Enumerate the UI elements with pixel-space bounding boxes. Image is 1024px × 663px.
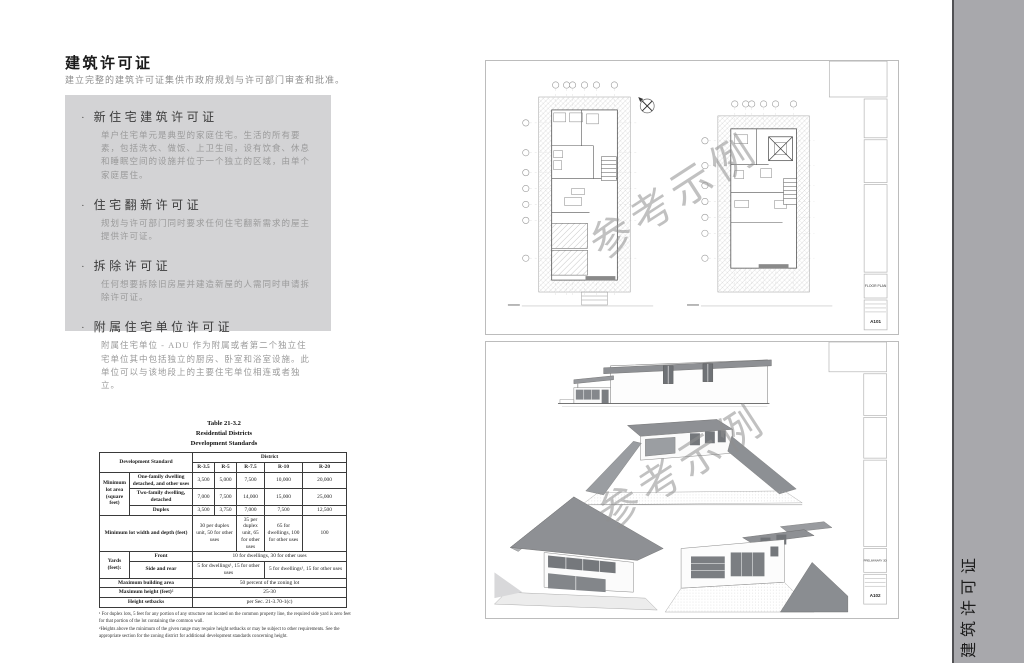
floor-plan-sheet: 参考示例 FLOOR PLAN A101 (485, 60, 899, 335)
sheet-number: A102 (870, 593, 881, 598)
permit-heading-text: 拆除许可证 (93, 259, 172, 274)
rendering-drawing: 参考示例 PRELIMINARY 3D A102 (493, 342, 887, 613)
bullet-icon: · (81, 112, 85, 124)
table-header-cell: Minimum lot area (square feet) (99, 471, 130, 516)
permit-body-text: 单户住宅单元是典型的家庭住宅。生活的所有要素，包括洗衣、做饭、上卫生间，设有饮食… (101, 130, 311, 180)
permit-types-panel: · 新住宅建筑许可证 单户住宅单元是典型的家庭住宅。生活的所有要素，包括洗衣、做… (65, 95, 331, 390)
table-title: Table 21-3.2 Residential Districts Devel… (99, 419, 349, 448)
footnote: ¹ For duplex lots, 5 feet for any portio… (99, 611, 351, 624)
street-view (664, 521, 849, 613)
sheet-label: FLOOR PLAN (865, 284, 887, 288)
table-value-cell: 7,500 (214, 488, 238, 506)
side-elevation-view (557, 359, 772, 407)
permit-item-renovation: · 住宅翻新许可证 规划与许可部门同时要求任何住宅翻新需求的屋主提供许可证。 (81, 196, 311, 243)
table-value-cell: 3,750 (214, 504, 238, 516)
plan-caption (507, 304, 833, 307)
footnote: ²Heights above the minimum of the given … (99, 627, 340, 640)
permit-heading-text: 住宅翻新许可证 (93, 197, 203, 212)
page-title: 建筑许可证 (65, 56, 153, 72)
permit-heading: · 附属住宅单位许可证 (81, 318, 311, 335)
table-value-cell: 5,000 (214, 471, 238, 490)
table-value-cell: 7,500 (264, 504, 304, 516)
table-header-cell: R-5 (214, 462, 238, 473)
table-value-cell: 14,000 (236, 488, 266, 506)
table-header-cell: R-20 (302, 462, 348, 473)
table-header-cell: One-family dwelling detached, and other … (128, 471, 194, 490)
table-value-cell: 7,500 (236, 471, 266, 490)
table-value-cell: 7,000 (236, 504, 266, 516)
table-header-cell: Duplex (128, 504, 194, 516)
table-header-cell: Minimum lot width and depth (feet) (98, 514, 194, 553)
table-header-cell: Yards (feet): (99, 551, 130, 579)
table-header-cell: R-10 (264, 462, 304, 473)
table-header-cell: District (192, 452, 348, 463)
development-standards-block: Table 21-3.2 Residential Districts Devel… (98, 419, 351, 642)
table-header-cell: R-3.5 (192, 462, 216, 473)
permit-item-new-residence: · 新住宅建筑许可证 单户住宅单元是典型的家庭住宅。生活的所有要素，包括洗衣、做… (81, 108, 311, 182)
permit-heading: · 新住宅建筑许可证 (81, 108, 311, 125)
table-value-cell: 3,500 (192, 504, 216, 516)
table-value-cell: 25-30 (192, 587, 348, 598)
permit-heading-text: 附属住宅单位许可证 (93, 320, 234, 335)
page-subtitle: 建立完整的建筑许可证集供市政府规划与许可部门审查和批准。 (65, 75, 346, 85)
table-value-cell: 20,000 (302, 471, 348, 490)
bullet-icon: · (81, 322, 85, 335)
table-title-line: Development Standards (190, 439, 258, 447)
table-header-cell: Height setbacks (98, 597, 194, 608)
floor-plan-drawing: 参考示例 FLOOR PLAN A101 (507, 61, 888, 331)
table-value-cell: per Sec. 21-3.70-1(c) (192, 597, 348, 608)
permit-heading: · 拆除许可证 (81, 257, 311, 274)
table-header-cell: Maximum building area (98, 577, 194, 589)
table-value-cell: 5 for dwellings¹, 15 for other uses (192, 561, 266, 579)
rear-courtyard-view (581, 419, 803, 506)
table-value-cell: 65 for dwellings, 100 for other uses (264, 514, 304, 553)
second-floor-plan (701, 100, 815, 293)
table-value-cell: 10 for dwellings, 30 for other uses (192, 551, 348, 562)
permit-body-text: 附属住宅单位 - ADU 作为附属或者第二个独立住宅单位其中包括独立的厨房、卧室… (101, 340, 311, 390)
title-block (828, 342, 887, 605)
table-value-cell: 35 per duplex unit, 65 for other uses (236, 514, 266, 553)
permit-heading-text: 新住宅建筑许可证 (93, 110, 218, 124)
table-value-cell: 15,000 (264, 488, 304, 506)
table-footnotes: ¹ For duplex lots, 5 feet for any portio… (99, 611, 351, 641)
table-header-cell: Maximum height (feet)² (98, 587, 194, 598)
bullet-icon: · (81, 199, 85, 212)
permit-item-demolition: · 拆除许可证 任何想要拆除旧房屋并建造新屋的人需同时申请拆除许可证。 (81, 257, 311, 304)
rendering-sheet: 参考示例 PRELIMINARY 3D A102 (485, 341, 899, 619)
side-tab-label: 建筑许可证 (961, 552, 978, 658)
permit-body-text: 任何想要拆除旧房屋并建造新屋的人需同时申请拆除许可证。 (101, 279, 311, 303)
table-title-line: Table 21-3.2 (207, 420, 241, 427)
table-header-cell: Development Standard (98, 452, 194, 473)
sheet-number: A101 (870, 319, 881, 324)
table-value-cell: 100 (302, 514, 348, 553)
permit-item-adu: · 附属住宅单位许可证 附属住宅单位 - ADU 作为附属或者第二个独立住宅单位… (81, 318, 311, 392)
table-header-cell: Two-family dwelling, detached (128, 488, 194, 506)
table-header-cell: Front (128, 551, 194, 562)
table-header-cell: Side and rear (128, 561, 194, 579)
side-bar (952, 0, 1024, 663)
table-value-cell: 50 percent of the zoning lot (192, 577, 348, 589)
table-value-cell: 3,500 (192, 471, 216, 490)
table-value-cell: 25,000 (302, 488, 348, 506)
first-floor-plan (522, 81, 638, 306)
table-value-cell: 5 for dwellings¹, 15 for other uses (264, 561, 348, 579)
title-block (828, 61, 888, 331)
table-value-cell: 10,000 (264, 471, 304, 490)
north-arrow-icon (638, 96, 655, 114)
bullet-icon: · (81, 261, 85, 274)
sheet-label: PRELIMINARY 3D (864, 558, 887, 562)
table-value-cell: 12,500 (302, 504, 348, 516)
permit-heading: · 住宅翻新许可证 (81, 196, 311, 213)
table-header-cell: R-7.5 (236, 462, 266, 473)
shed-roof-view (493, 496, 664, 611)
table-value-cell: 7,000 (192, 488, 216, 506)
table-value-cell: 30 per duplex unit, 50 for other uses (192, 514, 238, 553)
table-title-line: Residential Districts (195, 429, 253, 437)
permit-body-text: 规划与许可部门同时要求任何住宅翻新需求的屋主提供许可证。 (101, 217, 311, 241)
